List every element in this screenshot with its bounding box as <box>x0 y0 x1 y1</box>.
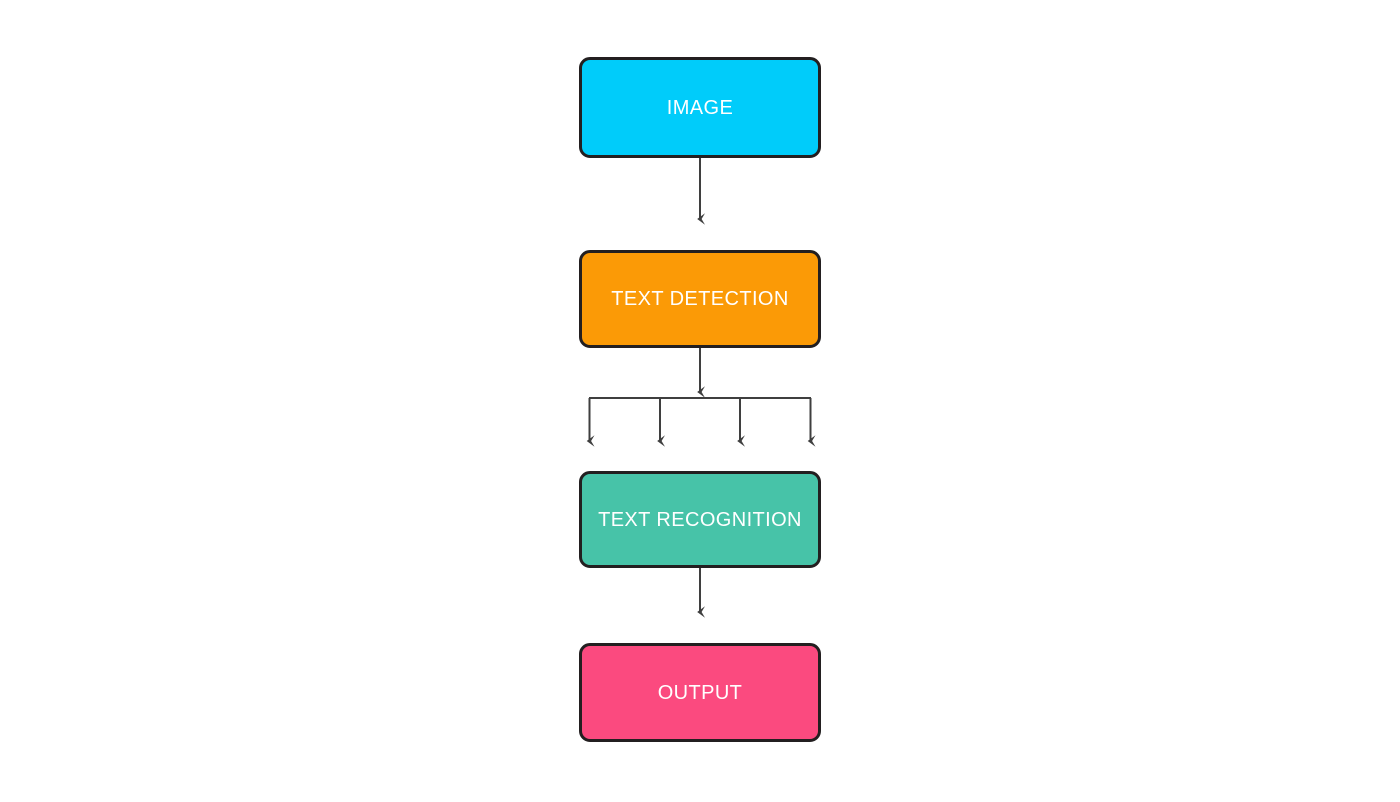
flow-node-output-label: OUTPUT <box>657 681 743 704</box>
flow-node-text-detection[interactable]: TEXT DETECTION <box>579 250 821 348</box>
flow-node-output[interactable]: OUTPUT <box>579 643 821 742</box>
flow-node-image-label: IMAGE <box>666 96 734 119</box>
flow-node-image[interactable]: IMAGE <box>579 57 821 158</box>
flow-node-text-recognition-label: TEXT RECOGNITION <box>598 508 802 531</box>
flow-node-text-recognition[interactable]: TEXT RECOGNITION <box>579 471 821 568</box>
flow-node-text-detection-label: TEXT DETECTION <box>611 288 789 310</box>
